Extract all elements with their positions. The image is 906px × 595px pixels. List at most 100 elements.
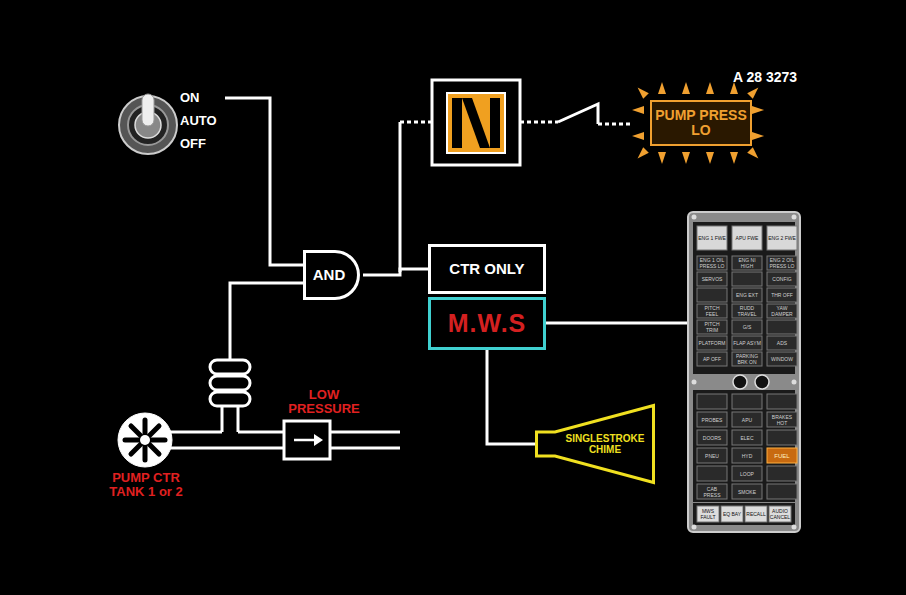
label-box: CTR ONLY: [428, 244, 546, 294]
drawing-part: [170, 431, 222, 434]
light-ray: [632, 106, 644, 114]
drawing-part: [131, 426, 159, 454]
caption-text: PITCH TRIM: [697, 320, 727, 334]
drawing-part: [755, 375, 769, 389]
warning-caption: [697, 448, 727, 463]
warning-caption: [732, 394, 762, 409]
drawing-part: [125, 420, 165, 460]
light-ray: [632, 132, 644, 140]
warning-panel: [688, 212, 800, 532]
node-text: M.W.S: [448, 310, 527, 338]
warning-caption: [767, 272, 797, 286]
pressure-switch: [210, 360, 250, 406]
caption-text: AUDIO CANCEL: [769, 506, 791, 522]
wire: [230, 283, 303, 360]
drawing-part: [792, 525, 797, 530]
pipe-label: LOW PRESSURE: [282, 388, 366, 417]
light-ray: [658, 152, 666, 164]
drawing-part: [452, 98, 462, 148]
wire: [399, 122, 402, 272]
caption-text: HYD: [732, 448, 762, 463]
connector: [487, 350, 535, 444]
caption-text: FLAP ASYM: [732, 336, 762, 350]
drawing-part: [284, 421, 330, 459]
warning-caption: [767, 256, 797, 270]
dotted-wire: [520, 121, 558, 124]
figure-number: A 28 3273: [733, 70, 833, 85]
and-gate: AND: [303, 250, 363, 300]
drawing-part: [294, 439, 316, 442]
warning-caption: [767, 320, 797, 334]
caption-text: RUDD TRAVEL: [732, 304, 762, 318]
node-text: AND: [313, 267, 346, 284]
drawing-part: [490, 98, 500, 148]
light-ray: [747, 147, 758, 158]
check-valve: [284, 421, 330, 459]
panel-button: [745, 506, 767, 522]
connector-line: [487, 350, 535, 444]
drawing-part: [210, 360, 250, 374]
warning-caption: [697, 484, 727, 499]
speaker-outline: [537, 406, 654, 483]
mws-box: M.W.S: [428, 297, 546, 350]
caption-text: FUEL: [767, 448, 797, 463]
light-ray: [682, 152, 690, 164]
node-text: PUMP PRESS LO: [652, 108, 750, 139]
warning-caption: [697, 272, 727, 286]
drawing-part: [237, 406, 240, 432]
warning-caption: [697, 320, 727, 334]
warning-caption: [732, 448, 762, 463]
warning-caption: [767, 466, 797, 481]
light-ray: [752, 132, 764, 140]
drawing-part: [118, 413, 172, 467]
caption-text: G/S: [732, 320, 762, 334]
warning-caption: [767, 430, 797, 445]
drawing-part: [447, 93, 505, 153]
warning-caption: [732, 226, 762, 250]
drawing-part: [140, 435, 150, 445]
switch-position: AUTO: [180, 114, 230, 128]
warning-caption: [767, 412, 797, 427]
caption-text: MWS FAULT: [697, 506, 719, 522]
drawing-part: [221, 406, 224, 432]
warning-caption: [767, 448, 797, 463]
warning-caption: [697, 226, 727, 250]
drawing-part: [314, 434, 323, 446]
warning-caption: [697, 288, 727, 302]
drawing-part: [792, 380, 797, 385]
light-ray: [658, 82, 666, 94]
caption-text: PARKING BRK ON: [732, 352, 762, 366]
drawing-part: [697, 226, 797, 522]
switch-position: ON: [180, 91, 230, 105]
drawing-part: [688, 212, 800, 532]
caption-text: PLATFORM: [697, 336, 727, 350]
caption-text: ENG 2 OIL PRESS LO: [767, 256, 797, 270]
caption-text: ENG NI HIGH: [732, 256, 762, 270]
drawing-part: [693, 503, 795, 525]
caption-text: YAW DAMPER: [767, 304, 797, 318]
caption-text: ENG 2 FWE: [767, 226, 797, 250]
drawing-part: [792, 215, 797, 220]
caption-text: EQ BAY: [721, 506, 743, 522]
dotted-wire: [598, 123, 632, 126]
switch-position: OFF: [180, 137, 230, 151]
relay-indicator: [432, 80, 520, 165]
wire: [225, 98, 303, 265]
drawing-part: [692, 380, 697, 385]
caption-text: DOORS: [697, 430, 727, 445]
warning-caption: [767, 336, 797, 350]
warning-caption: [732, 430, 762, 445]
warning-caption: [732, 466, 762, 481]
light-ray: [682, 82, 690, 94]
caption-text: WINDOW: [767, 352, 797, 366]
warning-caption: [767, 394, 797, 409]
caption-text: THR OFF: [767, 288, 797, 302]
light-ray: [747, 88, 758, 99]
drawing-part: [692, 215, 697, 220]
drawing-part: [692, 525, 697, 530]
light-ray: [730, 152, 738, 164]
connector-line: [363, 269, 428, 275]
warning-caption: [767, 304, 797, 318]
warning-caption: [697, 304, 727, 318]
